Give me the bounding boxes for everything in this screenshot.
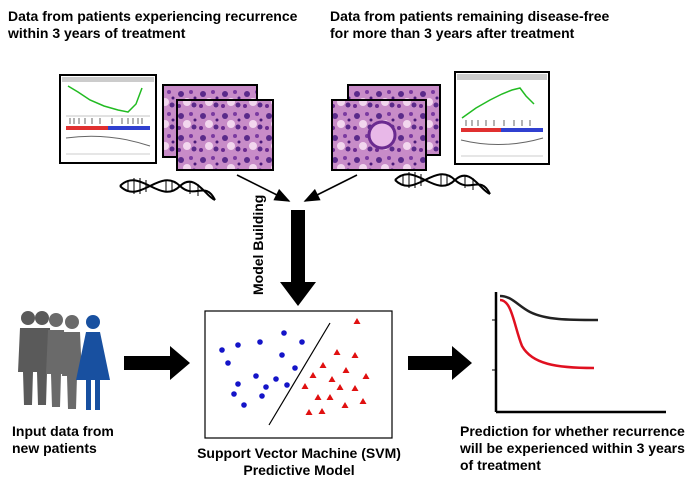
- svm-decision-boundary: [268, 322, 331, 426]
- left-dna-helix-icon: [119, 178, 216, 201]
- patients-group-icon: [18, 311, 110, 410]
- class-b-points: [301, 318, 370, 415]
- input-arrow: [124, 346, 190, 380]
- right-converging-arrow: [303, 174, 358, 202]
- right-histology-images: [331, 84, 441, 171]
- class-a-points: [219, 330, 305, 408]
- left-enrichment-plot: [59, 74, 157, 164]
- right-enrichment-plot: [454, 71, 550, 165]
- model-building-arrow: [280, 210, 316, 306]
- svm-label: Support Vector Machine (SVM) Predictive …: [197, 445, 401, 478]
- left-data-header: Data from patients experiencing recurren…: [8, 8, 298, 41]
- left-converging-arrow: [236, 174, 291, 202]
- survival-curve-plot: [492, 292, 666, 414]
- left-histology-images: [162, 84, 274, 171]
- front-patient-icon: [76, 315, 110, 410]
- right-dna-helix-icon: [394, 172, 491, 195]
- input-data-label: Input data from new patients: [12, 423, 114, 456]
- right-data-header: Data from patients remaining disease-fre…: [330, 8, 610, 41]
- survival-curve-red: [499, 298, 595, 370]
- survival-curve-black: [499, 294, 599, 322]
- output-arrow: [408, 346, 472, 380]
- prediction-label: Prediction for whether recurrence will b…: [460, 423, 685, 473]
- svm-model-box: [204, 310, 393, 439]
